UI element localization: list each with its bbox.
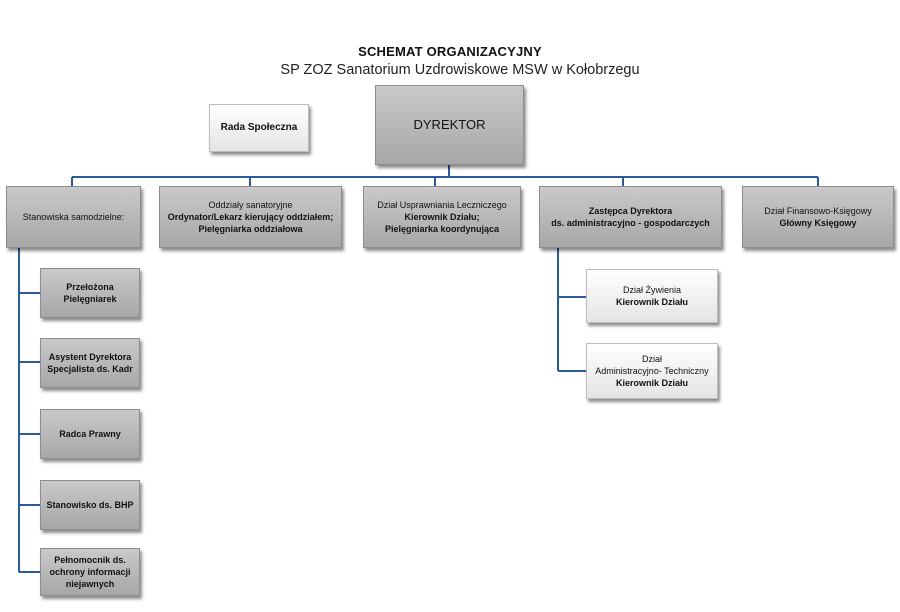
- post-1-line2: Pielęgniarek: [63, 294, 117, 304]
- rada-spoleczna-label: Rada Społeczna: [220, 122, 298, 134]
- oddzialy-line3: Pielęgniarka oddziałowa: [198, 224, 303, 235]
- finansowy-box: Dział Finansowo-Księgowy Główny Księgowy: [742, 186, 894, 248]
- zastepca-dyrektora-box: Zastępca Dyrektora ds. administracyjno -…: [539, 186, 722, 248]
- post-4-line1: Stanowisko ds. BHP: [46, 499, 134, 510]
- zastepca-line1: Zastępca Dyrektora: [588, 205, 673, 216]
- independent-post-4: Stanowisko ds. BHP: [40, 480, 140, 530]
- oddzialy-line1: Oddziały sanatoryjne: [208, 199, 293, 210]
- independent-post-3: Radca Prawny: [40, 409, 140, 459]
- usprawnianie-line1: Dział Usprawniania Leczniczego: [377, 199, 507, 210]
- independent-post-5: Pełnomocnik ds. ochrony informacji nieja…: [40, 548, 140, 596]
- unit-1-line1: Dział Żywienia: [622, 284, 682, 295]
- usprawnianie-line2: Kierownik Działu;: [404, 211, 480, 222]
- stanowiska-samodzielne-box: Stanowiska samodzielne:: [6, 186, 141, 248]
- unit-2-line2: Administracyjno- Techniczny: [595, 365, 709, 376]
- post-2-line1: Asystent Dyrektora: [48, 351, 132, 362]
- independent-post-2: Asystent Dyrektora Specjalista ds. Kadr: [40, 338, 140, 388]
- post-5-line1: Pełnomocnik ds.: [54, 554, 126, 565]
- post-3-line1: Radca Prawny: [59, 428, 121, 439]
- chart-subtitle: SP ZOZ Sanatorium Uzdrowiskowe MSW w Koł…: [280, 62, 640, 78]
- unit-1-line2: Kierownik Działu: [615, 297, 688, 307]
- oddzialy-line2: Ordynator/Lekarz kierujący oddziałem;: [167, 211, 334, 222]
- post-1-line1: Przełożona: [66, 281, 114, 292]
- post-2-line2: Specjalista ds. Kadr: [47, 364, 133, 374]
- independent-post-1: Przełożona Pielęgniarek: [40, 268, 140, 318]
- finansowy-line2: Główny Księgowy: [779, 218, 857, 228]
- director-box: DYREKTOR: [375, 85, 524, 165]
- dzial-administracyjno-techniczny-box: Dział Administracyjno- Techniczny Kierow…: [586, 343, 718, 399]
- post-5-line2: ochrony informacji: [49, 566, 131, 577]
- post-5-line3: niejawnych: [65, 579, 115, 590]
- unit-2-line1: Dział: [641, 353, 662, 364]
- usprawnianie-box: Dział Usprawniania Leczniczego Kierownik…: [363, 186, 521, 248]
- chart-title: SCHEMAT ORGANIZACYJNY: [358, 44, 542, 59]
- finansowy-line1: Dział Finansowo-Księgowy: [764, 205, 872, 216]
- stanowiska-label: Stanowiska samodzielne:: [22, 211, 125, 222]
- usprawnianie-line3: Pielęgniarka koordynująca: [384, 224, 500, 235]
- director-label: DYREKTOR: [413, 117, 486, 133]
- zastepca-line2: ds. administracyjno - gospodarczych: [551, 218, 710, 228]
- dzial-zywienia-box: Dział Żywienia Kierownik Działu: [586, 269, 718, 323]
- rada-spoleczna-box: Rada Społeczna: [209, 104, 309, 152]
- unit-2-line3: Kierownik Działu: [615, 378, 688, 389]
- oddzialy-box: Oddziały sanatoryjne Ordynator/Lekarz ki…: [159, 186, 342, 248]
